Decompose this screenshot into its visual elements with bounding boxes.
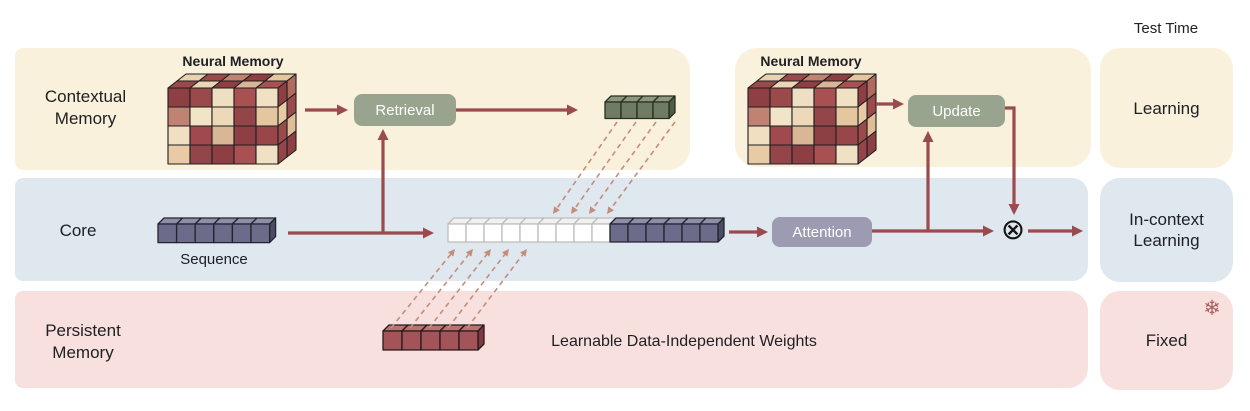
retrieval-node: Retrieval bbox=[354, 94, 456, 126]
learning-label: Learning bbox=[1133, 98, 1200, 118]
in-context-line1: In-context bbox=[1129, 210, 1204, 229]
fixed-label: Fixed bbox=[1145, 331, 1188, 350]
neural-memory-label-right: Neural Memory bbox=[760, 53, 862, 69]
circled-times-operator-icon: ⊗ bbox=[1000, 214, 1026, 246]
sequence-label: Sequence bbox=[180, 251, 248, 268]
core-row-label: Core bbox=[59, 221, 97, 240]
snowflake-icon: ❄ bbox=[1203, 297, 1221, 320]
test-time-box-in-context-learning: In-context Learning bbox=[1100, 178, 1233, 282]
test-time-label: Test Time bbox=[1133, 20, 1199, 37]
neural-memory-label-left: Neural Memory bbox=[182, 53, 284, 69]
contextual-memory-row-label: Contextual Memory bbox=[44, 87, 127, 128]
persistent-memory-row-label: Persistent Memory bbox=[45, 321, 121, 362]
persistent-memory-band bbox=[15, 291, 1088, 388]
test-time-box-fixed: Fixed bbox=[1100, 291, 1233, 390]
in-context-line2: Learning bbox=[1133, 231, 1200, 250]
update-node: Update bbox=[908, 95, 1005, 127]
test-time-box-learning: Learning bbox=[1100, 48, 1233, 168]
attention-node: Attention bbox=[772, 217, 872, 247]
learnable-weights-label: Learnable Data-Independent Weights bbox=[551, 333, 817, 350]
